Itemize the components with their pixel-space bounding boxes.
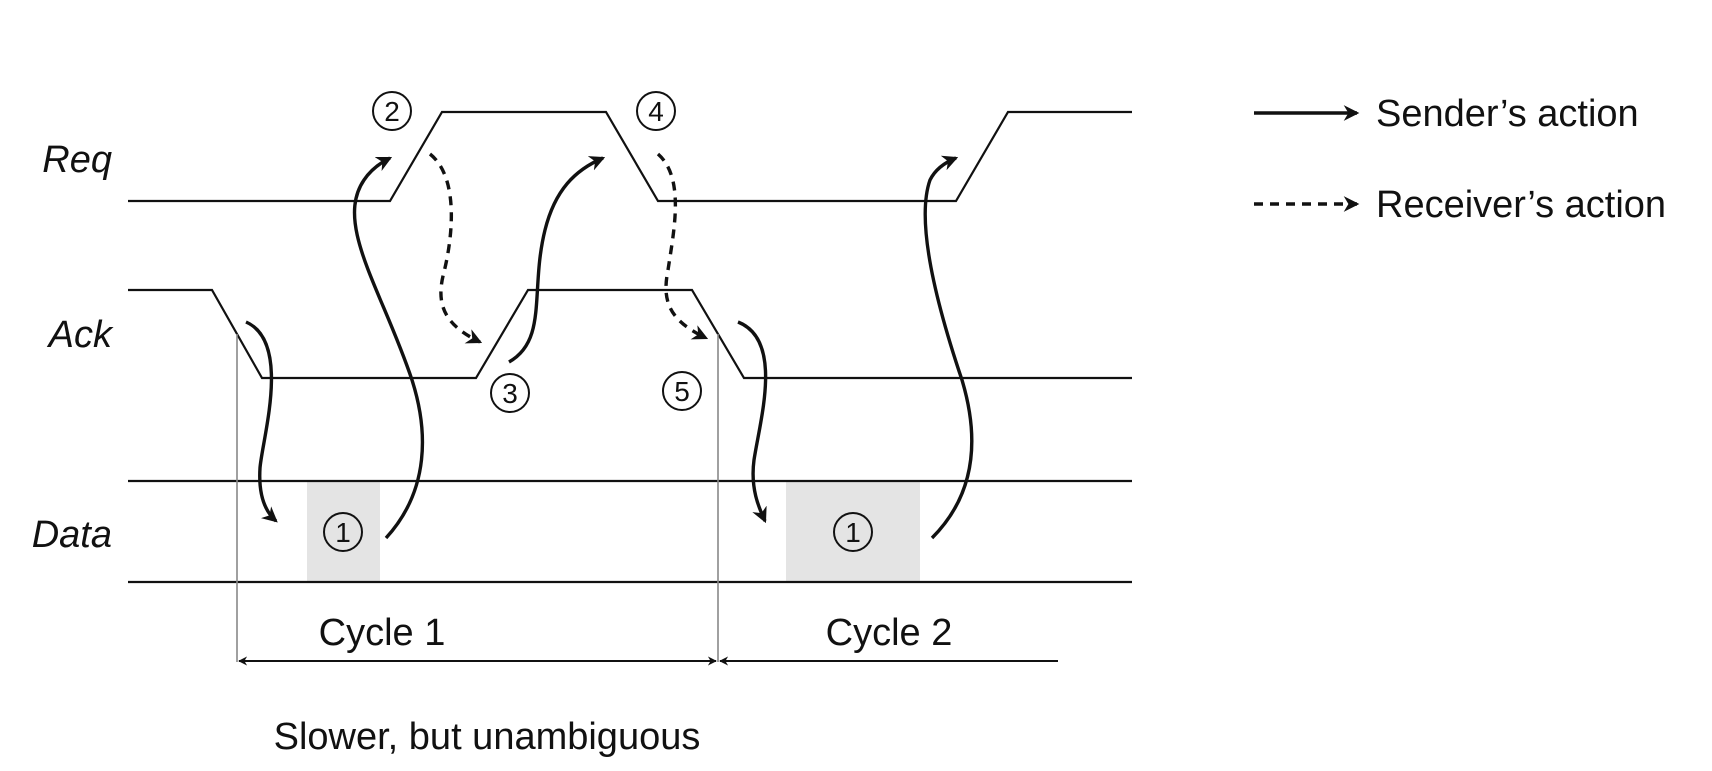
step-marker-1b: 1 — [833, 512, 873, 552]
step-marker-2: 2 — [372, 91, 412, 131]
step-marker-4: 4 — [636, 91, 676, 131]
sender-arrow-data-to-req-1 — [352, 156, 425, 540]
legend-receiver-label: Receiver’s action — [1376, 184, 1666, 226]
legend: Sender’s action Receiver’s action — [1254, 93, 1666, 226]
sender-arrow-ack-to-data-1 — [245, 320, 278, 523]
cycle-2-label: Cycle 2 — [826, 612, 953, 654]
sender-arrow-data-to-req-2 — [923, 155, 974, 540]
diagram-caption: Slower, but unambiguous — [274, 716, 701, 758]
legend-sender-label: Sender’s action — [1376, 93, 1639, 135]
step-number: 4 — [648, 96, 664, 127]
step-marker-3: 3 — [490, 373, 530, 413]
data-valid-region-1 — [307, 481, 380, 582]
req-waveform — [128, 110, 1132, 203]
step-number: 1 — [335, 517, 351, 548]
sender-arrow-ack-to-req — [508, 156, 606, 364]
ack-signal-label: Ack — [47, 314, 114, 356]
step-number: 1 — [845, 517, 861, 548]
step-number: 3 — [502, 378, 518, 409]
receiver-arrow-req-to-ack-fall — [656, 152, 709, 340]
sender-arrow-ack-to-data-2 — [737, 320, 768, 524]
cycle-1-label: Cycle 1 — [319, 612, 446, 654]
step-number: 5 — [674, 376, 690, 407]
req-signal-label: Req — [42, 139, 112, 181]
receiver-arrow-req-to-ack-rise — [428, 152, 483, 344]
data-valid-region-2 — [786, 481, 920, 582]
step-number: 2 — [384, 96, 400, 127]
ack-waveform — [128, 288, 1132, 380]
step-marker-5: 5 — [662, 371, 702, 411]
data-signal-label: Data — [32, 514, 112, 556]
step-marker-1a: 1 — [323, 512, 363, 552]
